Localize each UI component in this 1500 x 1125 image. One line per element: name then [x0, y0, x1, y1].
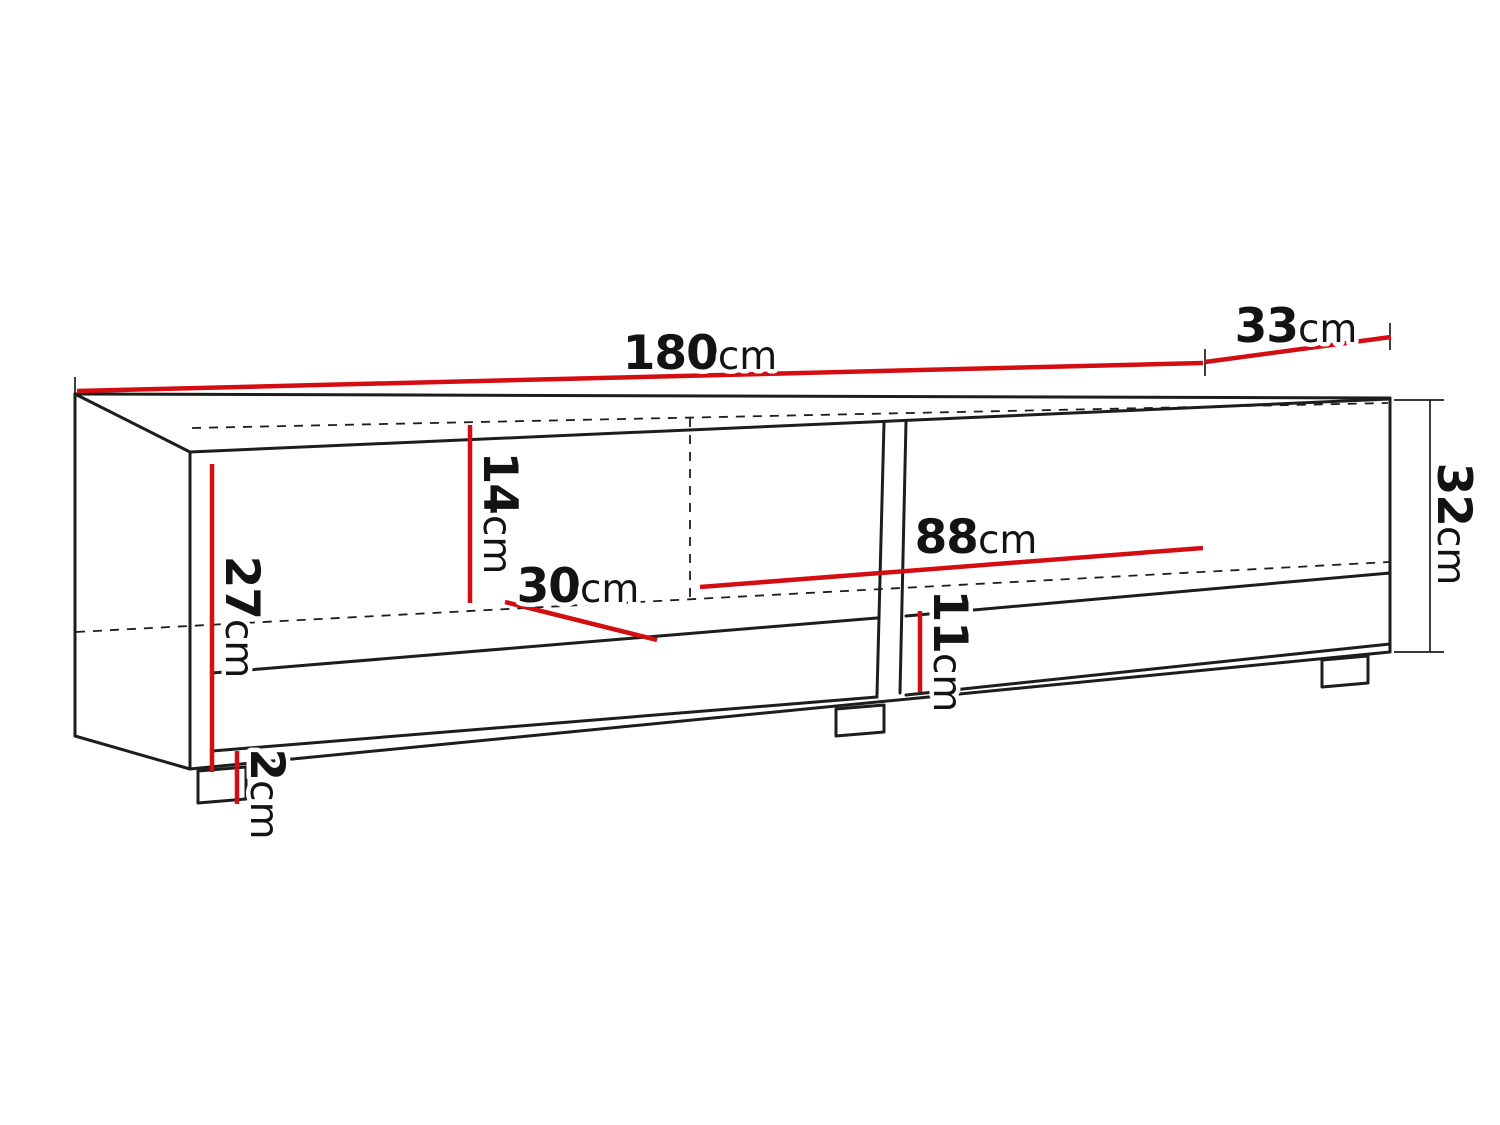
interior-height-unit: cm [216, 619, 261, 678]
dimension-lines [76, 334, 1392, 804]
foot-right [1320, 654, 1370, 689]
depth-unit: cm [1298, 307, 1357, 352]
foot-height-unit: cm [241, 780, 286, 839]
width-dimension-line [76, 360, 1204, 394]
compartment-width-value: 88 [915, 510, 978, 565]
center-divider-left-edge [875, 421, 886, 697]
depth-label: 33cm [1235, 299, 1358, 354]
compartment-width-unit: cm [978, 518, 1037, 563]
interior-height-value: 27 [214, 556, 269, 619]
depth-value: 33 [1235, 299, 1298, 354]
height-unit: cm [1428, 526, 1473, 585]
height-value: 32 [1426, 463, 1481, 526]
shelf-opening-height-label: 11cm [922, 590, 977, 713]
shelf-opening-top-left [210, 616, 879, 675]
front-bottom-edge [188, 650, 1392, 771]
depth-dimension-line [1204, 334, 1392, 365]
compartment-width-dimension-line [699, 545, 1204, 590]
shelf-opening-height-value: 11 [922, 590, 977, 653]
dimension-labels: 180cm 33cm 32cm 14cm 27cm 30cm 88cm 11cm… [210, 295, 1486, 845]
interior-depth-unit: cm [580, 567, 639, 612]
left-panel-bottom-edge [73, 734, 192, 771]
foot-middle [834, 703, 886, 738]
interior-depth-label: 30cm [517, 559, 640, 614]
cabinet-hidden-edges [75, 402, 1390, 633]
flap-compartment-height-unit: cm [474, 515, 519, 574]
shelf-opening-bottom-right [904, 642, 1392, 697]
front-top-edge [188, 397, 1392, 454]
dimension-extensions [74, 323, 1444, 653]
flap-compartment-height-value: 14 [472, 452, 527, 515]
shelf-opening-top-right [904, 571, 1392, 618]
compartment-width-label: 88cm [915, 510, 1038, 565]
interior-depth-value: 30 [517, 559, 580, 614]
cabinet-solid-edges [73, 392, 1392, 805]
foot-left [196, 765, 248, 805]
interior-height-label: 27cm [214, 556, 269, 679]
interior-depth-dimension-line [504, 599, 658, 643]
hidden-top-inner-edge [191, 402, 1389, 429]
flap-compartment-height-label: 14cm [472, 452, 527, 575]
top-left-edge [73, 392, 192, 454]
center-divider-right-edge [898, 420, 908, 695]
width-value: 180 [623, 326, 718, 381]
shelf-opening-height-unit: cm [924, 653, 969, 712]
width-label: 180cm [623, 326, 778, 381]
hidden-shelf-edge [75, 561, 1390, 633]
shelf-opening-bottom-left [210, 695, 879, 753]
foot-height-label: 2cm [239, 748, 294, 839]
top-back-edge [73, 392, 1392, 400]
height-label: 32cm [1426, 463, 1481, 586]
width-unit: cm [718, 334, 777, 379]
foot-height-value: 2 [239, 748, 294, 780]
